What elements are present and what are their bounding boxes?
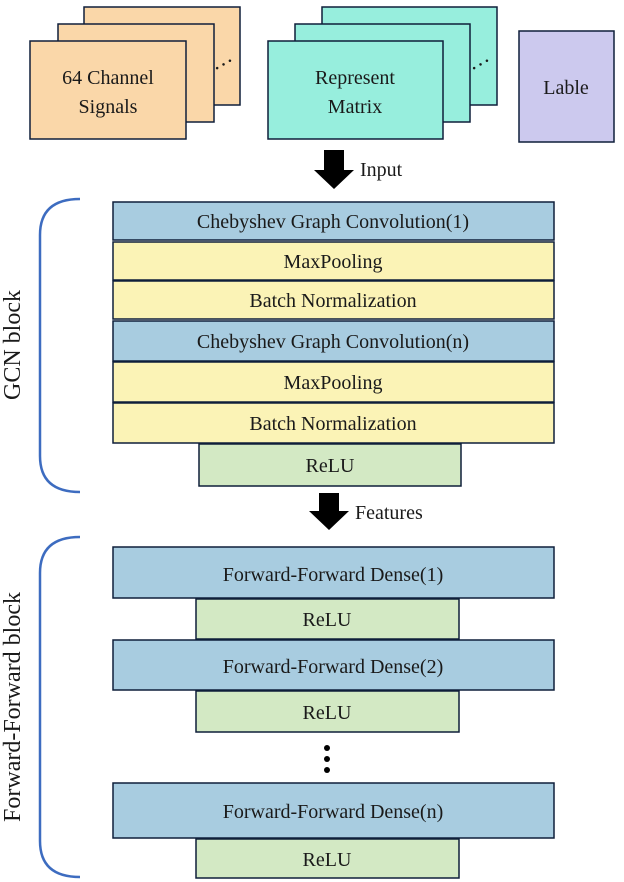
ff-relu-1	[195, 598, 460, 640]
signals-card-front	[29, 40, 187, 140]
ff-ellipsis-dot-1	[324, 745, 330, 751]
ff-relu-1-label: ReLU	[303, 609, 352, 631]
ff-layers: Forward-Forward Dense(1) ReLU Forward-Fo…	[112, 546, 555, 879]
label-text: Lable	[543, 77, 589, 99]
ff-dense-1-label: Forward-Forward Dense(1)	[223, 564, 444, 586]
signals-label-line1: 64 Channel	[62, 67, 154, 89]
ff-ellipsis-dot-3	[324, 767, 330, 773]
gcn-layer-relu	[198, 443, 462, 487]
gcn-block-title: GCN block	[0, 290, 26, 400]
ff-dense-1	[112, 546, 555, 599]
gcn-layer-conv-1-label: Chebyshev Graph Convolution(1)	[197, 211, 469, 233]
gcn-layer-maxpool-2	[112, 361, 555, 403]
matrix-card-front	[267, 40, 444, 140]
gcn-layer-batchnorm-1	[112, 280, 555, 320]
gcn-layer-maxpool-1-label: MaxPooling	[284, 251, 383, 273]
gcn-layer-conv-n-label: Chebyshev Graph Convolution(n)	[197, 331, 469, 353]
ff-dense-n	[112, 782, 555, 839]
ff-bracket	[38, 535, 81, 879]
gcn-layer-conv-n	[112, 320, 555, 362]
signals-stack: 64 Channel Signals …	[29, 6, 241, 140]
label-box: Lable	[518, 30, 615, 143]
gcn-layer-batchnorm-1-label: Batch Normalization	[249, 290, 416, 312]
input-arrow-shape	[314, 150, 354, 189]
ff-relu-2-label: ReLU	[303, 702, 352, 724]
features-arrow: Features	[309, 493, 423, 530]
matrix-label-line1: Represent	[315, 67, 395, 89]
ff-relu-2	[195, 690, 460, 733]
input-arrow: Input	[314, 150, 403, 189]
label-card	[518, 30, 615, 143]
gcn-layers: Chebyshev Graph Convolution(1) MaxPoolin…	[112, 201, 555, 487]
matrix-label-line2: Matrix	[328, 96, 382, 118]
features-arrow-label: Features	[355, 502, 423, 524]
gcn-layer-batchnorm-2-label: Batch Normalization	[249, 413, 416, 435]
gcn-layer-relu-label: ReLU	[306, 455, 355, 477]
gcn-bracket	[38, 197, 81, 494]
signals-label-line2: Signals	[79, 96, 138, 118]
ff-vertical-ellipsis	[324, 745, 330, 773]
ff-relu-n-label: ReLU	[303, 849, 352, 871]
input-arrow-label: Input	[360, 159, 403, 181]
ff-dense-2	[112, 639, 555, 691]
matrix-stack: Represent Matrix …	[267, 6, 498, 140]
ff-dense-n-label: Forward-Forward Dense(n)	[223, 801, 444, 823]
ff-block-title: Forward-Forward block	[0, 592, 26, 822]
gcn-layer-maxpool-1	[112, 241, 555, 281]
gcn-layer-conv-1	[112, 201, 555, 241]
gcn-layer-maxpool-2-label: MaxPooling	[284, 372, 383, 394]
ff-dense-2-label: Forward-Forward Dense(2)	[223, 656, 444, 678]
ff-ellipsis-dot-2	[324, 756, 330, 762]
ff-relu-n	[195, 838, 460, 879]
features-arrow-shape	[309, 493, 349, 530]
gcn-layer-batchnorm-2	[112, 402, 555, 444]
